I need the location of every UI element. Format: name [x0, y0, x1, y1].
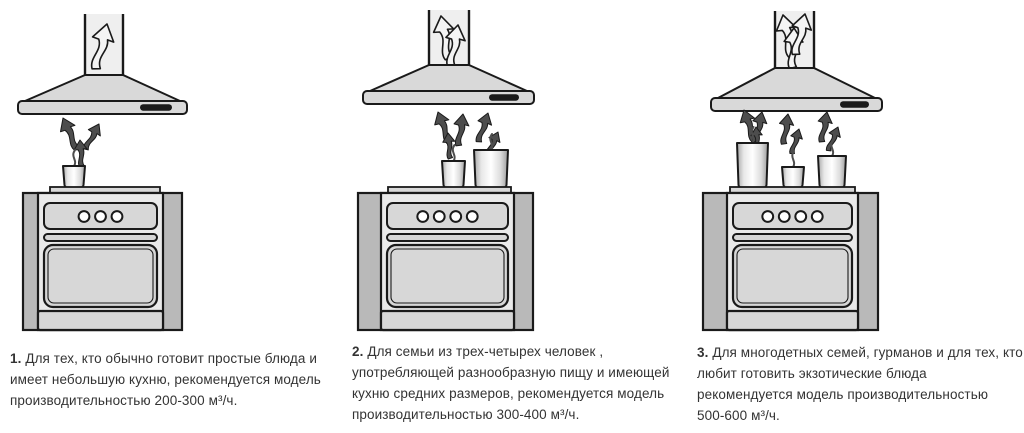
- stove-knob: [449, 210, 463, 223]
- steam-arrow-icon: [815, 111, 834, 144]
- stove-knob: [761, 210, 775, 223]
- steam-line: [830, 139, 835, 157]
- stove-knob: [77, 210, 91, 223]
- oven-door: [731, 243, 854, 309]
- oven-door-inner: [390, 248, 505, 304]
- steam-arrow-icon: [442, 132, 456, 159]
- hood-control-pill: [840, 101, 869, 108]
- pot: [441, 160, 466, 189]
- handle-slot: [732, 233, 853, 242]
- hood-control-pill: [140, 104, 172, 111]
- handle-slot: [386, 233, 509, 242]
- hood-control-pill: [489, 94, 519, 101]
- steam-line: [72, 149, 77, 167]
- steam-arrow-icon: [79, 121, 105, 153]
- pot: [62, 165, 86, 189]
- steam-arrow-icon: [472, 111, 495, 145]
- oven-door: [385, 243, 510, 309]
- stove-knob: [810, 210, 824, 223]
- pot: [817, 155, 847, 189]
- airflow-arrow-icon: [85, 21, 118, 72]
- handle-slot: [43, 233, 158, 242]
- stove-knob: [416, 210, 430, 223]
- control-panel: [386, 202, 509, 230]
- steam-arrow-icon: [777, 113, 795, 146]
- hood-stove-diagram-3: [701, 11, 883, 332]
- steam-line: [451, 144, 456, 162]
- stove-knob: [794, 210, 808, 223]
- hood-canopy: [24, 74, 181, 102]
- stove-drawer: [725, 309, 860, 332]
- stove-knob: [432, 210, 446, 223]
- stove-drawer: [379, 309, 516, 332]
- stove-knob: [94, 210, 107, 223]
- caption-2-number: 2.: [352, 344, 364, 359]
- stove-knob: [110, 210, 124, 223]
- steam-arrow-icon: [823, 125, 844, 154]
- caption-3: 3. Для многодетных семей, гурманов и для…: [697, 342, 1024, 426]
- diagram-column-3: 3. Для многодетных семей, гурманов и для…: [682, 0, 1024, 433]
- steam-line: [750, 126, 755, 144]
- hood-bottom-panel: [362, 90, 535, 105]
- stove-knob: [777, 210, 791, 223]
- hood-canopy: [369, 64, 528, 92]
- stove-knob: [465, 210, 479, 223]
- steam-line: [791, 150, 796, 168]
- diagram-column-2: 2. Для семьи из трех-четырех человек ,уп…: [341, 0, 682, 433]
- hood-stove-diagram-1: [17, 14, 188, 332]
- airflow-arrow-icon: [786, 12, 815, 58]
- caption-1: 1. Для тех, кто обычно готовит простые б…: [10, 348, 346, 411]
- pot: [473, 149, 509, 189]
- caption-2: 2. Для семьи из трех-четырех человек ,уп…: [352, 341, 677, 425]
- diagram-column-1: 1. Для тех, кто обычно готовит простые б…: [0, 0, 341, 433]
- hood-stove-diagram-2: [356, 10, 535, 332]
- hood-bottom-panel: [710, 97, 883, 112]
- caption-2-text: Для семьи из трех-четырех человек ,употр…: [352, 344, 670, 422]
- oven-door-inner: [736, 248, 849, 304]
- caption-3-number: 3.: [697, 345, 709, 360]
- hood-canopy: [717, 67, 876, 99]
- caption-1-text: Для тех, кто обычно готовит простые блюд…: [10, 351, 321, 408]
- caption-3-text: Для многодетных семей, гурманов и для те…: [697, 345, 1023, 423]
- control-panel: [732, 202, 853, 230]
- oven-door: [42, 243, 159, 309]
- caption-1-number: 1.: [10, 351, 22, 366]
- steam-arrow-icon: [451, 113, 470, 147]
- stove-drawer: [36, 309, 165, 332]
- pot: [736, 142, 769, 189]
- pot: [781, 166, 805, 189]
- steam-line: [489, 133, 494, 151]
- oven-door-inner: [47, 248, 154, 304]
